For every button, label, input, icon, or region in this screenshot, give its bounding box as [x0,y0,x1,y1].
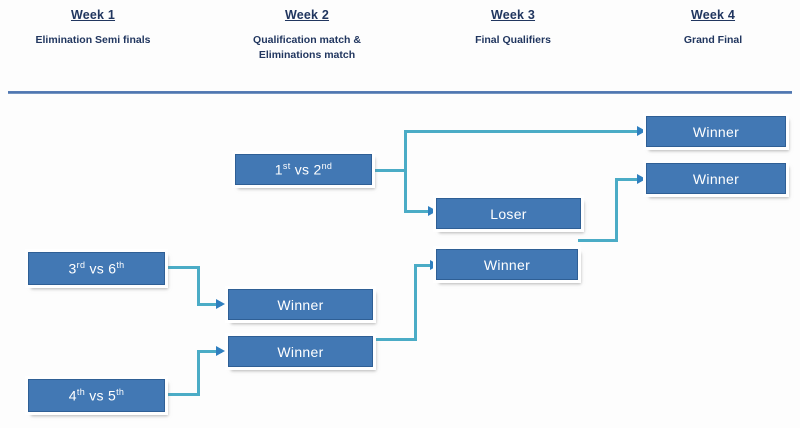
connector-w3bottom-seg-h1 [578,239,618,242]
arrow-into-w2-mid [216,299,225,309]
connector-w3bottom-seg-h2 [615,178,641,181]
node-w3-bottom-label: Winner [483,256,531,273]
connector-w1bottom-seg-h2 [197,350,222,353]
column-title-week-4: Week 4 [690,8,736,22]
column-header-week-4: Week 4 Grand Final [628,8,798,48]
connector-w1bottom-seg-v [197,350,200,396]
node-w2-top[interactable]: 1st vs 2nd [232,151,375,188]
column-header-week-1: Week 1 Elimination Semi finals [8,8,178,48]
node-w1-top[interactable]: 3rd vs 6th [25,249,168,288]
header-divider [8,91,792,94]
connector-w3bottom-seg-v [615,178,618,242]
arrow-into-w2-bottom [216,346,225,356]
connector-w2top-branch-down-h [404,210,434,213]
node-w1-top-label: 3rd vs 6th [68,260,125,277]
connector-w2bottom-seg-v [414,264,417,341]
node-w1-bottom[interactable]: 4th vs 5th [25,376,168,415]
node-w3-bottom[interactable]: Winner [433,246,581,283]
arrow-into-w3-top [428,206,437,216]
arrow-into-w3-bottom [430,260,439,270]
arrow-into-w4-top [637,126,646,136]
connector-w2top-branch-up-h [404,130,641,133]
column-subtitle-week-4: Grand Final [683,34,743,46]
node-w4-top[interactable]: Winner [643,113,789,150]
column-title-week-2: Week 2 [284,8,330,22]
connector-w1bottom-seg-h1 [165,393,200,396]
connector-w1top-seg-h1 [165,266,200,269]
connector-w2top-branch-up-v [404,130,407,172]
node-w2-bottom-label: Winner [277,343,324,360]
column-subtitle-week-3: Final Qualifiers [475,34,551,46]
arrow-into-w4-bottom [637,174,646,184]
node-w3-top[interactable]: Loser [433,195,584,232]
node-w4-bottom[interactable]: Winner [643,160,789,197]
column-title-week-1: Week 1 [70,8,116,22]
node-w2-mid-label: Winner [277,296,324,313]
connector-w2bottom-seg-h2 [414,264,436,267]
node-w1-bottom-label: 4th vs 5th [68,387,125,404]
node-w4-bottom-label: Winner [692,170,740,187]
column-header-week-2: Week 2 Qualification match & Elimination… [222,8,392,63]
column-title-week-3: Week 3 [490,8,536,22]
connector-w2top-stub [372,169,407,172]
column-subtitle-week-2: Qualification match & Eliminations match [253,34,361,61]
column-subtitle-week-1: Elimination Semi finals [35,34,151,46]
node-w4-top-label: Winner [692,123,740,140]
node-w2-mid[interactable]: Winner [225,286,376,323]
node-w3-top-label: Loser [490,205,527,222]
node-w2-top-label: 1st vs 2nd [274,161,333,178]
connector-w1top-seg-h2 [197,303,222,306]
connector-w1top-seg-v [197,266,200,305]
connector-w2top-branch-down-v [404,169,407,213]
connector-w2bottom-seg-h1 [372,338,417,341]
column-header-week-3: Week 3 Final Qualifiers [428,8,598,48]
node-w2-bottom[interactable]: Winner [225,333,376,370]
